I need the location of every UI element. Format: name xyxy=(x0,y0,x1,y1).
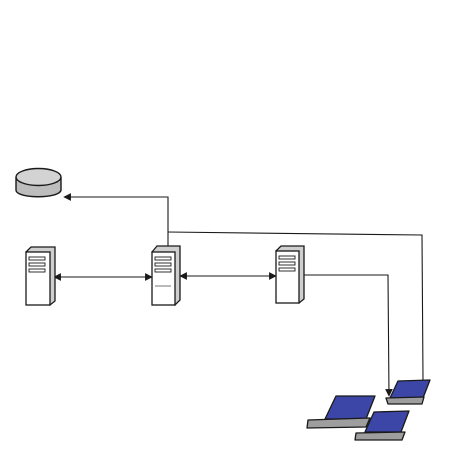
connector-right-to-laptop xyxy=(304,274,393,397)
server-tower-icon xyxy=(275,245,305,305)
connector-center-to-database xyxy=(63,193,169,248)
connections xyxy=(53,193,424,397)
laptop-icon xyxy=(385,379,431,405)
server-tower-icon xyxy=(151,245,181,307)
connector-center-to-laptop-top-right xyxy=(167,231,424,381)
laptop-icon xyxy=(354,410,410,441)
laptop-icon xyxy=(306,395,376,429)
server-tower-icon xyxy=(25,246,56,307)
database-icon xyxy=(15,167,62,198)
